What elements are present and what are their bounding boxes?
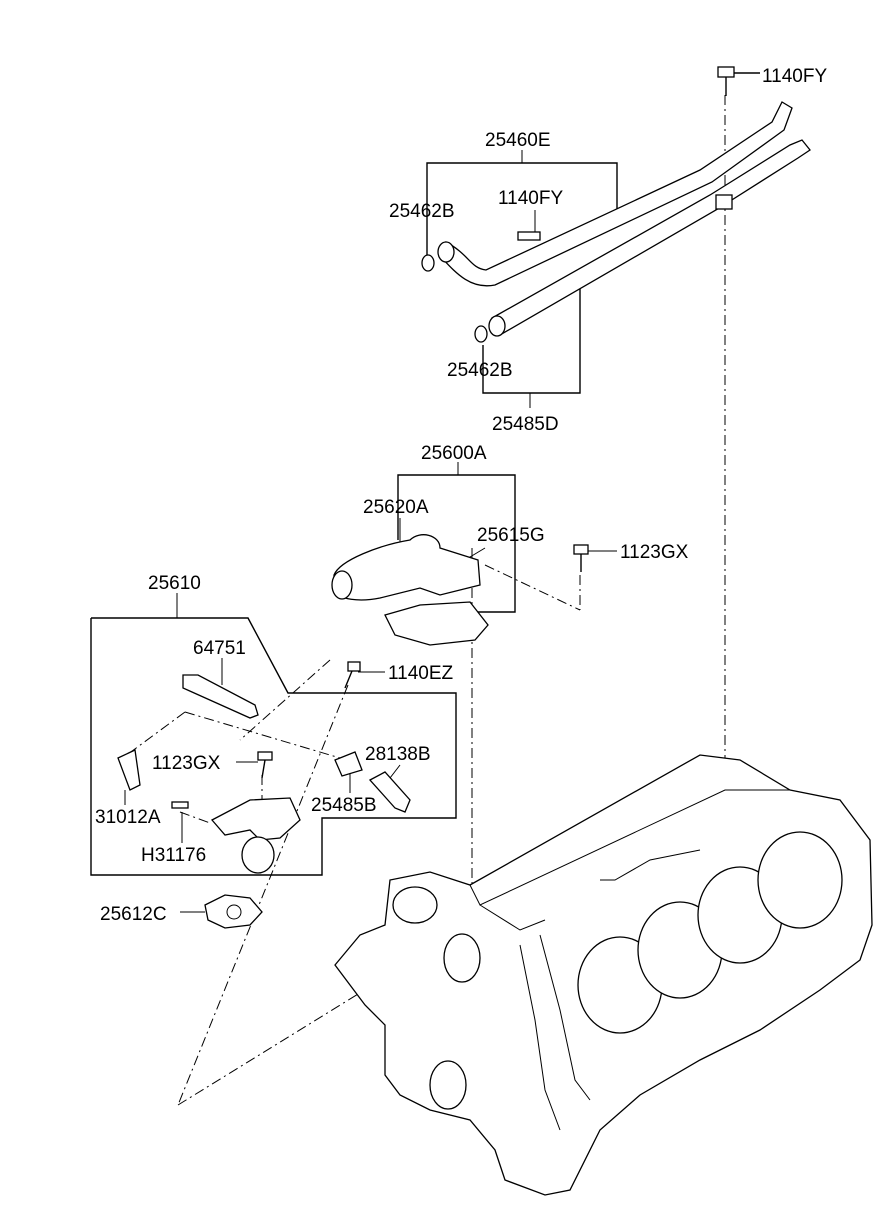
label-25610: 25610	[148, 573, 201, 594]
label-1123gx-left: 1123GX	[152, 753, 221, 774]
label-1140fy-top: 1140FY	[762, 66, 827, 87]
dashed-guide-lines	[119, 95, 726, 1106]
label-25485b: 25485B	[311, 795, 377, 816]
label-1123gx-right: 1123GX	[620, 542, 689, 563]
label-25600a: 25600A	[421, 443, 487, 464]
gasket-25612c	[204, 894, 263, 929]
hose-64751	[182, 674, 259, 719]
bolt-1140fy-top	[717, 66, 760, 96]
label-25615g: 25615G	[477, 525, 545, 546]
label-25620a: 25620A	[363, 497, 429, 518]
part-labels: 1140FY 25460E 25462B 1140FY 25462B 25485…	[95, 66, 827, 925]
label-h31176: H31176	[141, 845, 206, 866]
label-64751: 64751	[193, 638, 246, 659]
label-25460e: 25460E	[485, 130, 551, 151]
label-1140ez: 1140EZ	[388, 663, 454, 684]
cylinder-bores	[577, 831, 843, 1034]
label-25485d: 25485D	[492, 414, 559, 435]
water-pipe-assembly	[421, 101, 811, 343]
bracket-lines	[90, 150, 618, 913]
label-25612c: 25612C	[100, 904, 167, 925]
thermostat-housing	[331, 534, 489, 646]
label-1140fy-mid: 1140FY	[498, 188, 563, 209]
label-25462b-upper: 25462B	[389, 201, 455, 222]
label-31012a: 31012A	[95, 807, 161, 828]
label-25462b-lower: 25462B	[447, 360, 513, 381]
label-28138b: 28138B	[365, 744, 431, 765]
engine-block	[334, 754, 873, 1196]
bolt-1140ez	[344, 661, 361, 689]
water-outlet-assembly	[117, 749, 411, 874]
bolt-1123gx-right	[573, 544, 589, 572]
